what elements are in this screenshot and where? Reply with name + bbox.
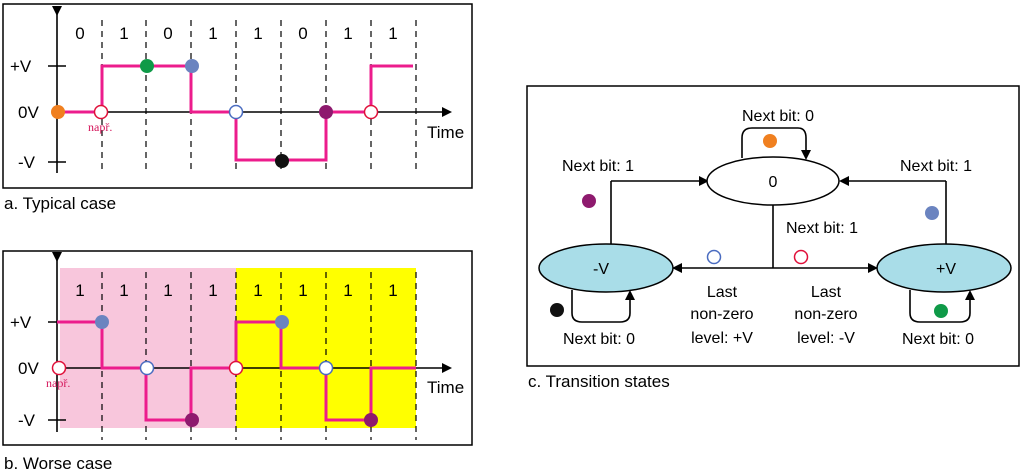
panel-b-signal	[57, 320, 416, 422]
bit-label: 0	[75, 24, 84, 43]
panel-a-bits: 0 1 0 1 1 0 1 1	[75, 24, 397, 43]
panel-b-pink-region	[60, 268, 236, 428]
bit-label: 1	[253, 24, 262, 43]
state-neg-label: -V	[593, 261, 609, 278]
red-ring-icon	[93, 104, 109, 120]
level-low-label: -V	[18, 411, 36, 430]
label-to-pos-line2: non-zero	[794, 306, 857, 323]
loop-zero	[741, 127, 811, 160]
bit-label: 0	[163, 24, 172, 43]
blue-dot-icon	[275, 315, 289, 329]
black-dot-icon	[275, 154, 289, 168]
loop-pos	[909, 290, 975, 323]
red-ring-icon	[793, 249, 809, 265]
bit-label: 1	[253, 281, 262, 300]
label-zero-out: Next bit: 1	[786, 220, 858, 237]
state-zero-label: 0	[769, 174, 778, 191]
level-high-label: +V	[10, 313, 32, 332]
purple-dot-icon	[185, 413, 199, 427]
blue-dot-icon	[925, 206, 939, 220]
label-loop-zero: Next bit: 0	[742, 108, 814, 125]
blue-ring-icon	[139, 360, 155, 376]
panel-b-bit-boundaries	[101, 272, 417, 440]
label-to-pos-line3: level: -V	[797, 330, 855, 347]
state-zero	[706, 156, 840, 206]
label-loop-pos: Next bit: 0	[902, 331, 974, 348]
state-pos	[876, 243, 1012, 293]
level-high-label: +V	[10, 57, 32, 76]
time-axis-label: Time	[427, 123, 464, 142]
red-ring-icon	[363, 104, 379, 120]
panel-b-bits: 1 1 1 1 1 1 1 1	[75, 281, 397, 300]
black-dot-icon	[550, 303, 564, 317]
level-low-label: -V	[18, 153, 36, 172]
bit-label: 1	[208, 281, 217, 300]
bit-label: 1	[163, 281, 172, 300]
panel-transition-states: 0 -V +V Next bit: 0 Next bit: 1 Next bit…	[526, 85, 1020, 391]
label-loop-neg: Next bit: 0	[563, 331, 635, 348]
bit-label: 1	[119, 281, 128, 300]
panel-worse-case: 1 1 1 1 1 1 1 1 +V 0V -V Time např. b. W…	[2, 250, 473, 473]
bit-label: 1	[75, 281, 84, 300]
panel-a-caption: a. Typical case	[4, 194, 116, 213]
red-ring-icon	[51, 360, 67, 376]
green-dot-icon	[140, 59, 154, 73]
panel-a-signal	[57, 64, 413, 162]
green-dot-icon	[934, 304, 948, 318]
purple-dot-icon	[582, 194, 596, 208]
level-zero-label: 0V	[18, 359, 39, 378]
bit-label: 1	[343, 24, 352, 43]
label-to-neg-line2: non-zero	[690, 306, 753, 323]
bit-label: 0	[298, 24, 307, 43]
loop-neg	[571, 290, 635, 323]
orange-dot-icon	[51, 105, 65, 119]
label-neg-to-zero: Next bit: 1	[562, 158, 634, 175]
red-ring-icon	[228, 360, 244, 376]
bit-label: 1	[298, 281, 307, 300]
blue-dot-icon	[185, 59, 199, 73]
label-to-pos-line1: Last	[811, 284, 842, 301]
bit-label: 1	[388, 281, 397, 300]
panel-a-bit-boundaries	[101, 20, 417, 172]
panel-b-caption: b. Worse case	[4, 454, 112, 473]
panel-c-caption: c. Transition states	[528, 372, 670, 391]
purple-dot-icon	[364, 413, 378, 427]
bit-label: 1	[388, 24, 397, 43]
note-label: např.	[88, 120, 112, 134]
blue-ring-icon	[706, 249, 722, 265]
blue-ring-icon	[228, 104, 244, 120]
purple-dot-icon	[319, 105, 333, 119]
label-to-neg-line1: Last	[707, 284, 738, 301]
blue-ring-icon	[318, 360, 334, 376]
bit-label: 1	[343, 281, 352, 300]
level-zero-label: 0V	[18, 103, 39, 122]
state-pos-label: +V	[936, 261, 956, 278]
label-to-neg-line3: level: +V	[691, 330, 753, 347]
blue-dot-icon	[95, 315, 109, 329]
orange-dot-icon	[763, 134, 777, 148]
label-pos-to-zero: Next bit: 1	[900, 158, 972, 175]
state-neg	[538, 243, 674, 293]
bit-label: 1	[119, 24, 128, 43]
time-axis-label: Time	[427, 378, 464, 397]
panel-typical-case: 0 1 0 1 1 0 1 1 +V 0V -V Time např. a. T…	[2, 3, 473, 213]
bit-label: 1	[208, 24, 217, 43]
note-label: např.	[46, 376, 70, 390]
